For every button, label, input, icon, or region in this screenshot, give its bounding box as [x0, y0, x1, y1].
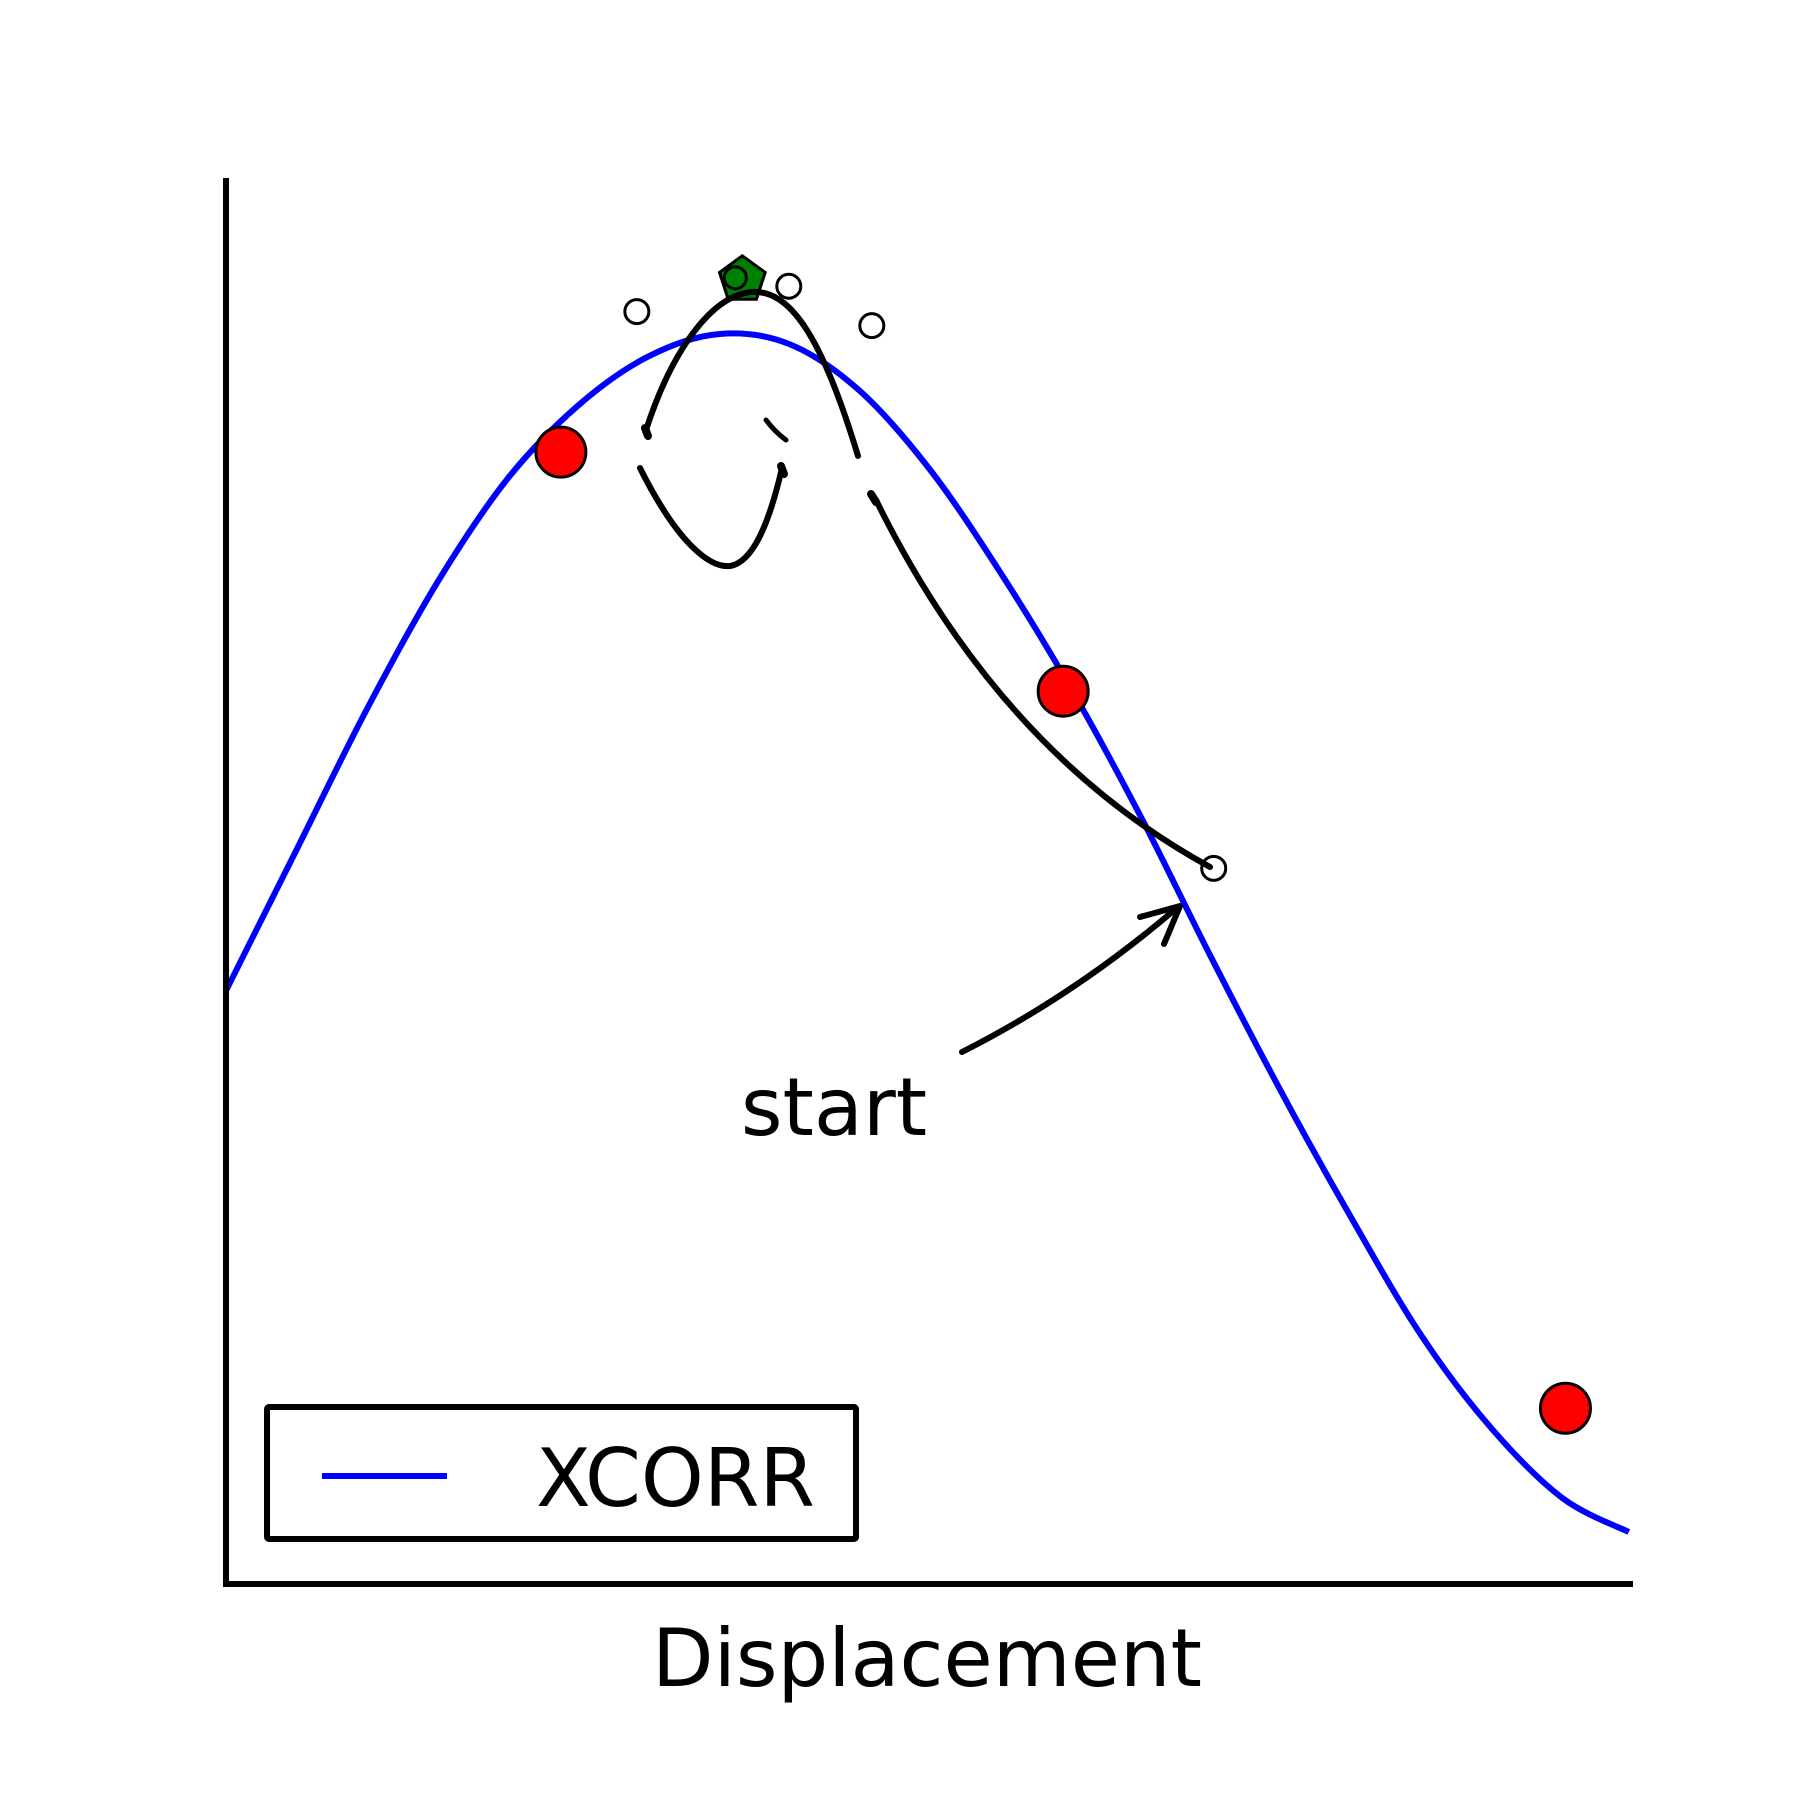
iteration-arc-2	[643, 288, 861, 459]
iteration-arc-3-head	[777, 462, 788, 478]
axes	[223, 178, 1633, 1587]
start-annotation-label: start	[741, 1061, 927, 1154]
legend-box	[264, 1404, 859, 1542]
iteration-point	[1200, 854, 1228, 882]
legend: XCORR	[264, 1404, 859, 1542]
sample-point	[1538, 1381, 1592, 1435]
plot-area	[223, 330, 1631, 1535]
series-line-xcorr	[223, 330, 1631, 1535]
iteration-point	[623, 298, 651, 326]
optimum-point	[722, 265, 748, 291]
iteration-arc-1-head	[867, 490, 880, 506]
x-axis-label: Displacement	[652, 1612, 1202, 1705]
iteration-arc-4	[763, 417, 789, 443]
iteration-arc-2-head	[641, 424, 652, 440]
iteration-point	[858, 312, 886, 340]
start-arrow	[959, 904, 1181, 1055]
sample-point	[534, 425, 588, 479]
iteration-point	[775, 272, 803, 300]
start-arrowhead	[1137, 903, 1183, 947]
annotations: start	[637, 288, 1213, 1154]
sample-point	[1036, 664, 1090, 718]
iteration-arc-1	[873, 497, 1213, 870]
legend-label-xcorr: XCORR	[536, 1432, 815, 1525]
iteration-arc-3	[637, 465, 785, 570]
marks-layer	[534, 253, 1592, 1435]
